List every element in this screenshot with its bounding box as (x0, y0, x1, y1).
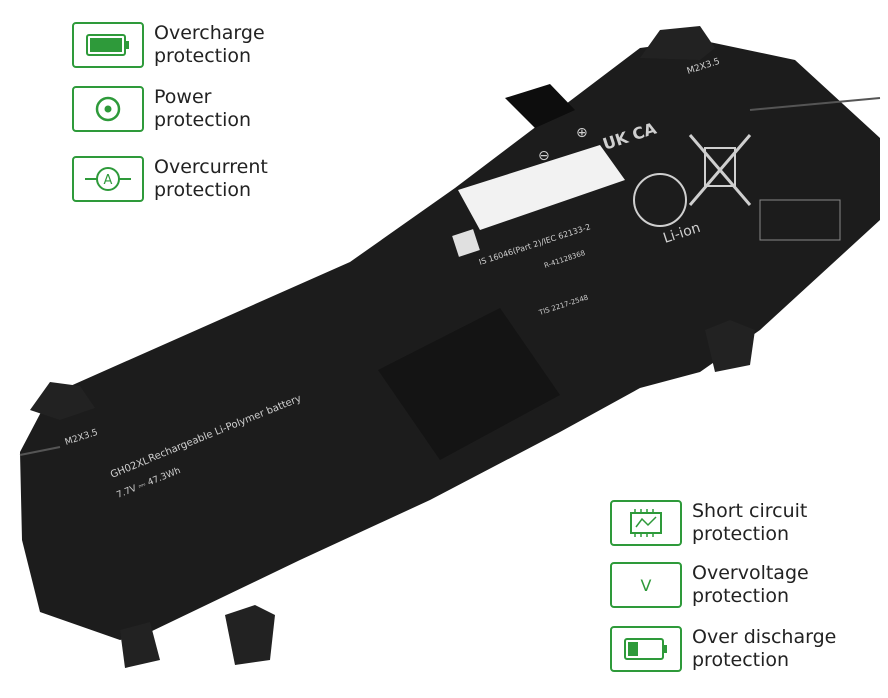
feature-power: Power protection (72, 86, 251, 132)
feature-over-discharge-line1: Over discharge (692, 626, 837, 648)
recycle-mark (633, 173, 687, 227)
feature-overcurrent-line1: Overcurrent (154, 156, 268, 178)
white-sticker (458, 145, 625, 230)
feature-overvoltage-line1: Overvoltage (692, 562, 809, 584)
feature-overcurrent: A Overcurrent protection (72, 156, 268, 202)
feature-overvoltage: V Overvoltage protection (610, 562, 809, 608)
power-target-icon (72, 86, 144, 132)
ammeter-icon: A (72, 156, 144, 202)
polarity-pos: ⊕ (576, 125, 588, 141)
ribbon-connector (505, 84, 575, 128)
dark-panel (378, 308, 560, 460)
weee-bin-icon (704, 147, 736, 187)
feature-power-line1: Power (154, 86, 212, 108)
cert-icons (759, 199, 841, 241)
feature-short-circuit-line2: protection (692, 523, 790, 545)
battery-low-icon (610, 626, 682, 672)
mount-tab-right (705, 320, 755, 372)
feature-short-circuit-line1: Short circuit (692, 500, 808, 522)
mount-tab-top-right (640, 26, 715, 60)
mount-tab-bottom (225, 605, 275, 665)
feature-overvoltage-line2: protection (692, 585, 790, 607)
feature-power-line2: protection (154, 109, 252, 131)
mount-tab-left (30, 382, 95, 420)
battery-full-icon (72, 22, 144, 68)
feature-short-circuit: Short circuit protection (610, 500, 807, 546)
feature-overcharge: Overcharge protection (72, 22, 265, 68)
feature-overcurrent-line2: protection (154, 179, 252, 201)
circuit-board-icon (610, 500, 682, 546)
feature-overcharge-line1: Overcharge (154, 22, 265, 44)
svg-text:V: V (641, 576, 652, 595)
voltmeter-icon: V (610, 562, 682, 608)
feature-over-discharge: Over discharge protection (610, 626, 836, 672)
mount-tab-bottom-left (120, 622, 160, 668)
feature-over-discharge-line2: protection (692, 649, 790, 671)
svg-text:A: A (104, 173, 113, 188)
qr-code (452, 229, 480, 257)
polarity-neg: ⊖ (538, 148, 550, 164)
feature-overcharge-line2: protection (154, 45, 252, 67)
